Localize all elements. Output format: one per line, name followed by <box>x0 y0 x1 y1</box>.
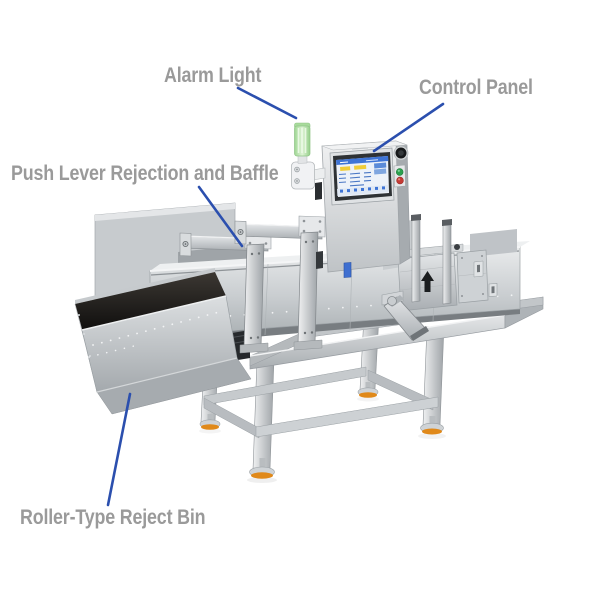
screen-table-rows <box>338 171 372 187</box>
leveling-feet <box>199 382 444 479</box>
knob <box>454 244 460 250</box>
foot-pad-orange <box>359 392 377 398</box>
baffle-gantry-left <box>179 227 272 354</box>
control-panel-enclosure <box>315 140 411 278</box>
floor-shadows <box>199 396 446 483</box>
lever-pivot <box>387 296 397 306</box>
frame-brace-left <box>203 397 260 439</box>
gantry-post <box>297 231 319 346</box>
guide-rod <box>411 217 421 303</box>
frame-brace-right <box>367 369 434 411</box>
callout-lines <box>106 86 445 507</box>
light-bracket <box>291 161 315 190</box>
up-arrow-marking <box>421 271 434 292</box>
side-connector <box>315 182 322 200</box>
infeed-latch <box>473 260 484 278</box>
label-roller-type-reject-bin: Roller-Type Reject Bin <box>20 506 206 529</box>
reject-bin <box>74 268 252 415</box>
frame-brace-front <box>255 396 439 438</box>
alarm-tower-light <box>291 122 326 190</box>
side-connector <box>316 251 323 269</box>
leveling-foot <box>357 382 379 398</box>
deck-latch <box>488 283 498 297</box>
foot-pad-orange <box>201 424 219 430</box>
foot-pad-orange <box>422 428 442 435</box>
push-lever <box>381 290 429 341</box>
guide-rod <box>442 222 452 305</box>
callout-line-alarm-light <box>236 86 298 120</box>
screen-cell-yellow <box>340 166 351 171</box>
callout-line-reject-bin <box>106 392 132 507</box>
callout-line-push-lever <box>197 185 244 248</box>
emergency-stop-button <box>393 145 409 161</box>
screen-cell-yellow <box>354 164 367 170</box>
control-panel-touchscreen <box>329 147 395 206</box>
reject-bin-interior <box>75 272 226 330</box>
leveling-foot <box>199 414 221 430</box>
blue-clamp <box>343 262 352 278</box>
label-control-panel: Control Panel <box>419 76 533 99</box>
leveling-foot <box>420 416 444 435</box>
brand-mark <box>351 147 369 150</box>
red-button <box>396 176 404 185</box>
label-push-lever-rejection-and-baffle: Push Lever Rejection and Baffle <box>11 162 279 185</box>
start-stop-buttons <box>393 164 406 188</box>
foot-pad-orange <box>251 472 273 479</box>
gantry-post <box>243 243 265 349</box>
green-button <box>396 168 404 176</box>
label-alarm-light: Alarm Light <box>164 64 262 87</box>
screen-header-bar <box>336 156 389 165</box>
screen-toolbar-icons <box>340 186 385 193</box>
callout-line-control-panel <box>372 102 445 153</box>
frame-leg-front-left <box>252 358 275 471</box>
leveling-foot <box>249 458 275 479</box>
